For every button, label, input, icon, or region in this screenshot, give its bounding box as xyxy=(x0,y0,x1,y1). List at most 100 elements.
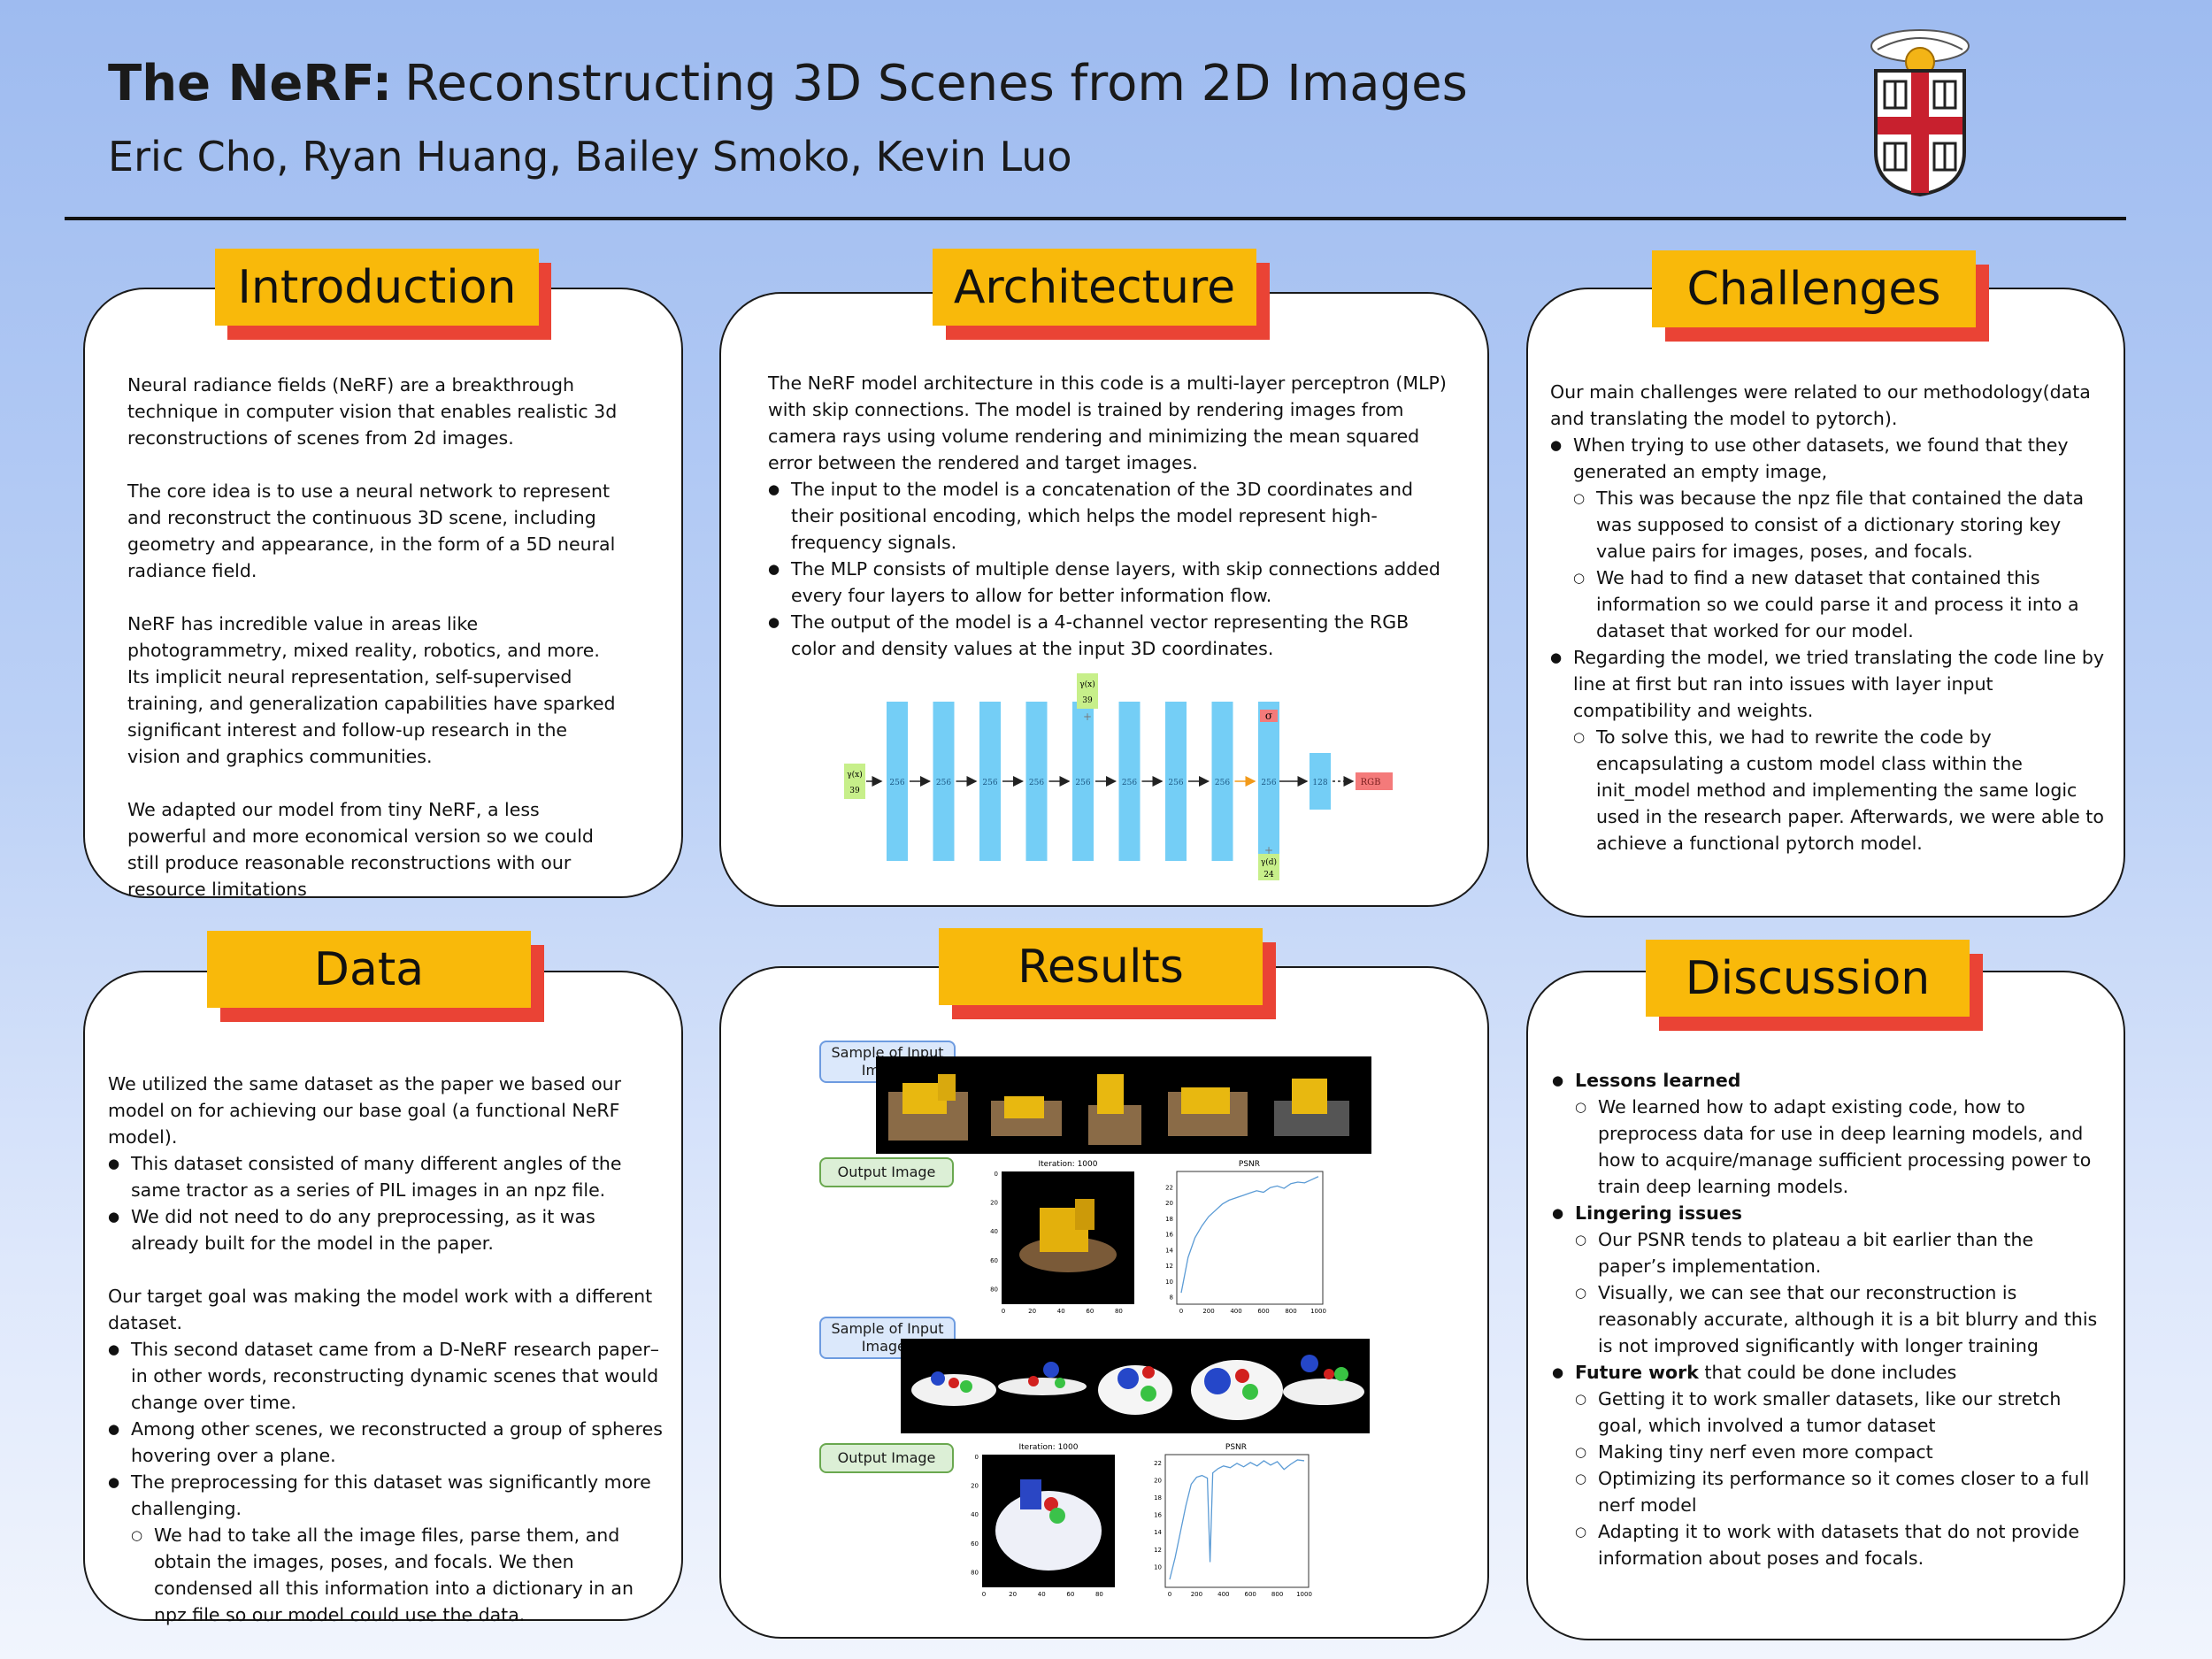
lessons-learned-title: Lessons learned xyxy=(1575,1070,1741,1091)
data-body: We utilized the same dataset as the pape… xyxy=(108,1071,667,1628)
direction-encoding-label: γ(d) xyxy=(1261,857,1277,867)
image-x-tick: 0 xyxy=(982,1591,986,1598)
input-encoding-label: γ(x) xyxy=(847,770,862,780)
psnr-y-tick: 18 xyxy=(1165,1216,1173,1223)
image-x-tick: 60 xyxy=(1066,1591,1074,1598)
dense-layer-units: 256 xyxy=(1029,779,1044,787)
dense-layer xyxy=(979,702,1001,861)
psnr-plot-title: PSNR xyxy=(1239,1160,1260,1169)
discussion-sub-bullet: Visually, we can see that our reconstruc… xyxy=(1575,1279,2106,1359)
spheres-thumbnail xyxy=(1283,1355,1364,1405)
psnr-x-tick: 0 xyxy=(1179,1308,1183,1315)
image-x-tick: 40 xyxy=(1057,1308,1065,1315)
psnr-plot-frame xyxy=(1176,1171,1324,1305)
small-dense-layer xyxy=(1310,753,1331,810)
data-header: Data xyxy=(207,931,531,1008)
discussion-body: Lessons learned We learned how to adapt … xyxy=(1552,1067,2106,1571)
title-divider xyxy=(65,217,2126,220)
intro-paragraph-4: We adapted our model from tiny NeRF, a l… xyxy=(127,799,594,900)
image-x-tick: 0 xyxy=(1002,1308,1005,1315)
discussion-sub-bullet: Our PSNR tends to plateau a bit earlier … xyxy=(1575,1226,2106,1279)
intro-paragraph-1: Neural radiance fields (NeRF) are a brea… xyxy=(127,374,618,449)
image-x-tick: 80 xyxy=(1115,1308,1123,1315)
input-encoding-box xyxy=(844,764,865,799)
image-y-tick: 20 xyxy=(971,1483,979,1490)
arch-bullet: The output of the model is a 4-channel v… xyxy=(768,609,1449,662)
architecture-header: Architecture xyxy=(933,249,1256,326)
dense-layer-units: 256 xyxy=(1075,779,1090,787)
small-dense-layer-units: 128 xyxy=(1312,779,1327,787)
arch-bullet: The MLP consists of multiple dense layer… xyxy=(768,556,1449,609)
discussion-bullet: Lingering issues Our PSNR tends to plate… xyxy=(1552,1200,2106,1359)
spheres-thumbnail xyxy=(1191,1360,1283,1420)
image-x-tick: 80 xyxy=(1095,1591,1103,1598)
image-x-tick: 20 xyxy=(1028,1308,1036,1315)
lingering-issues-title: Lingering issues xyxy=(1575,1202,1742,1224)
dense-layer xyxy=(887,702,908,861)
direction-plus: + xyxy=(1264,844,1273,856)
image-y-tick: 60 xyxy=(990,1257,998,1264)
poster-title-bold: The NeRF: xyxy=(108,55,393,112)
psnr-y-tick: 10 xyxy=(1165,1279,1173,1286)
psnr-y-tick: 12 xyxy=(1165,1263,1173,1270)
image-y-tick: 0 xyxy=(975,1454,979,1461)
challenges-bullet-text: When trying to use other datasets, we fo… xyxy=(1573,434,2069,482)
psnr-x-tick: 200 xyxy=(1191,1591,1202,1598)
psnr-y-tick: 12 xyxy=(1154,1547,1162,1554)
tractor-output-render xyxy=(1019,1199,1117,1272)
psnr-x-tick: 600 xyxy=(1245,1591,1256,1598)
psnr-x-tick: 1000 xyxy=(1310,1308,1326,1315)
image-y-tick: 40 xyxy=(971,1511,979,1518)
tractor-thumbnail xyxy=(1168,1087,1248,1136)
introduction-panel xyxy=(83,288,683,898)
discussion-bullet: Future work that could be done includes … xyxy=(1552,1359,2106,1571)
challenges-bullet: When trying to use other datasets, we fo… xyxy=(1550,432,2108,644)
data-bullet: The preprocessing for this dataset was s… xyxy=(108,1469,667,1628)
data-bullet: Among other scenes, we reconstructed a g… xyxy=(108,1416,667,1469)
skip-plus: + xyxy=(1083,710,1092,723)
spheres-thumbnails xyxy=(911,1355,1364,1420)
image-y-tick: 60 xyxy=(971,1540,979,1548)
psnr-x-tick: 400 xyxy=(1230,1308,1241,1315)
dense-layer xyxy=(1072,702,1094,861)
spheres-thumbnail xyxy=(911,1371,996,1406)
architecture-body: The NeRF model architecture in this code… xyxy=(768,370,1449,662)
tractor-thumbnail xyxy=(991,1096,1062,1136)
psnr-y-tick: 22 xyxy=(1165,1184,1173,1191)
psnr-y-tick: 14 xyxy=(1154,1529,1162,1536)
dense-layer xyxy=(933,702,955,861)
results-header: Results xyxy=(939,928,1263,1005)
discussion-sub-bullet: Optimizing its performance so it comes c… xyxy=(1575,1465,2106,1518)
data-bullet-text: The preprocessing for this dataset was s… xyxy=(131,1471,651,1519)
image-y-tick: 40 xyxy=(990,1228,998,1235)
intro-paragraph-3: NeRF has incredible value in areas like … xyxy=(127,613,616,767)
future-work-text: that could be done includes xyxy=(1698,1362,1957,1383)
future-work-title: Future work xyxy=(1575,1362,1699,1383)
psnr-plot-frame xyxy=(1164,1454,1310,1588)
challenges-body: Our main challenges were related to our … xyxy=(1550,379,2108,856)
data-sub-bullet: We had to take all the image files, pars… xyxy=(131,1522,667,1628)
psnr-x-tick: 1000 xyxy=(1296,1591,1312,1598)
arch-bullet: The input to the model is a concatenatio… xyxy=(768,476,1449,556)
dense-layer xyxy=(1165,702,1187,861)
dense-layer-units: 256 xyxy=(1261,779,1276,787)
image-y-tick: 20 xyxy=(990,1200,998,1207)
dense-layer xyxy=(1258,702,1279,861)
output-image-tag: Output Image xyxy=(819,1443,954,1473)
challenges-sub-bullet: This was because the npz file that conta… xyxy=(1573,485,2108,565)
discussion-sub-bullet: Getting it to work smaller datasets, lik… xyxy=(1575,1386,2106,1439)
psnr-x-tick: 200 xyxy=(1202,1308,1214,1315)
psnr-y-tick: 18 xyxy=(1154,1494,1162,1502)
psnr-line xyxy=(1180,1176,1319,1294)
arch-paragraph-1: The NeRF model architecture in this code… xyxy=(768,373,1447,473)
psnr-y-tick: 16 xyxy=(1165,1232,1173,1239)
image-y-tick: 80 xyxy=(990,1286,998,1293)
discussion-sub-bullet: We learned how to adapt existing code, h… xyxy=(1575,1094,2106,1200)
psnr-y-tick: 20 xyxy=(1165,1200,1173,1207)
psnr-x-tick: 800 xyxy=(1285,1308,1296,1315)
challenges-bullet: Regarding the model, we tried translatin… xyxy=(1550,644,2108,856)
challenges-sub-bullet: To solve this, we had to rewrite the cod… xyxy=(1573,724,2108,856)
spheres-input-strip xyxy=(901,1339,1370,1433)
tractor-iteration-label: Iteration: 1000 xyxy=(1039,1160,1098,1169)
